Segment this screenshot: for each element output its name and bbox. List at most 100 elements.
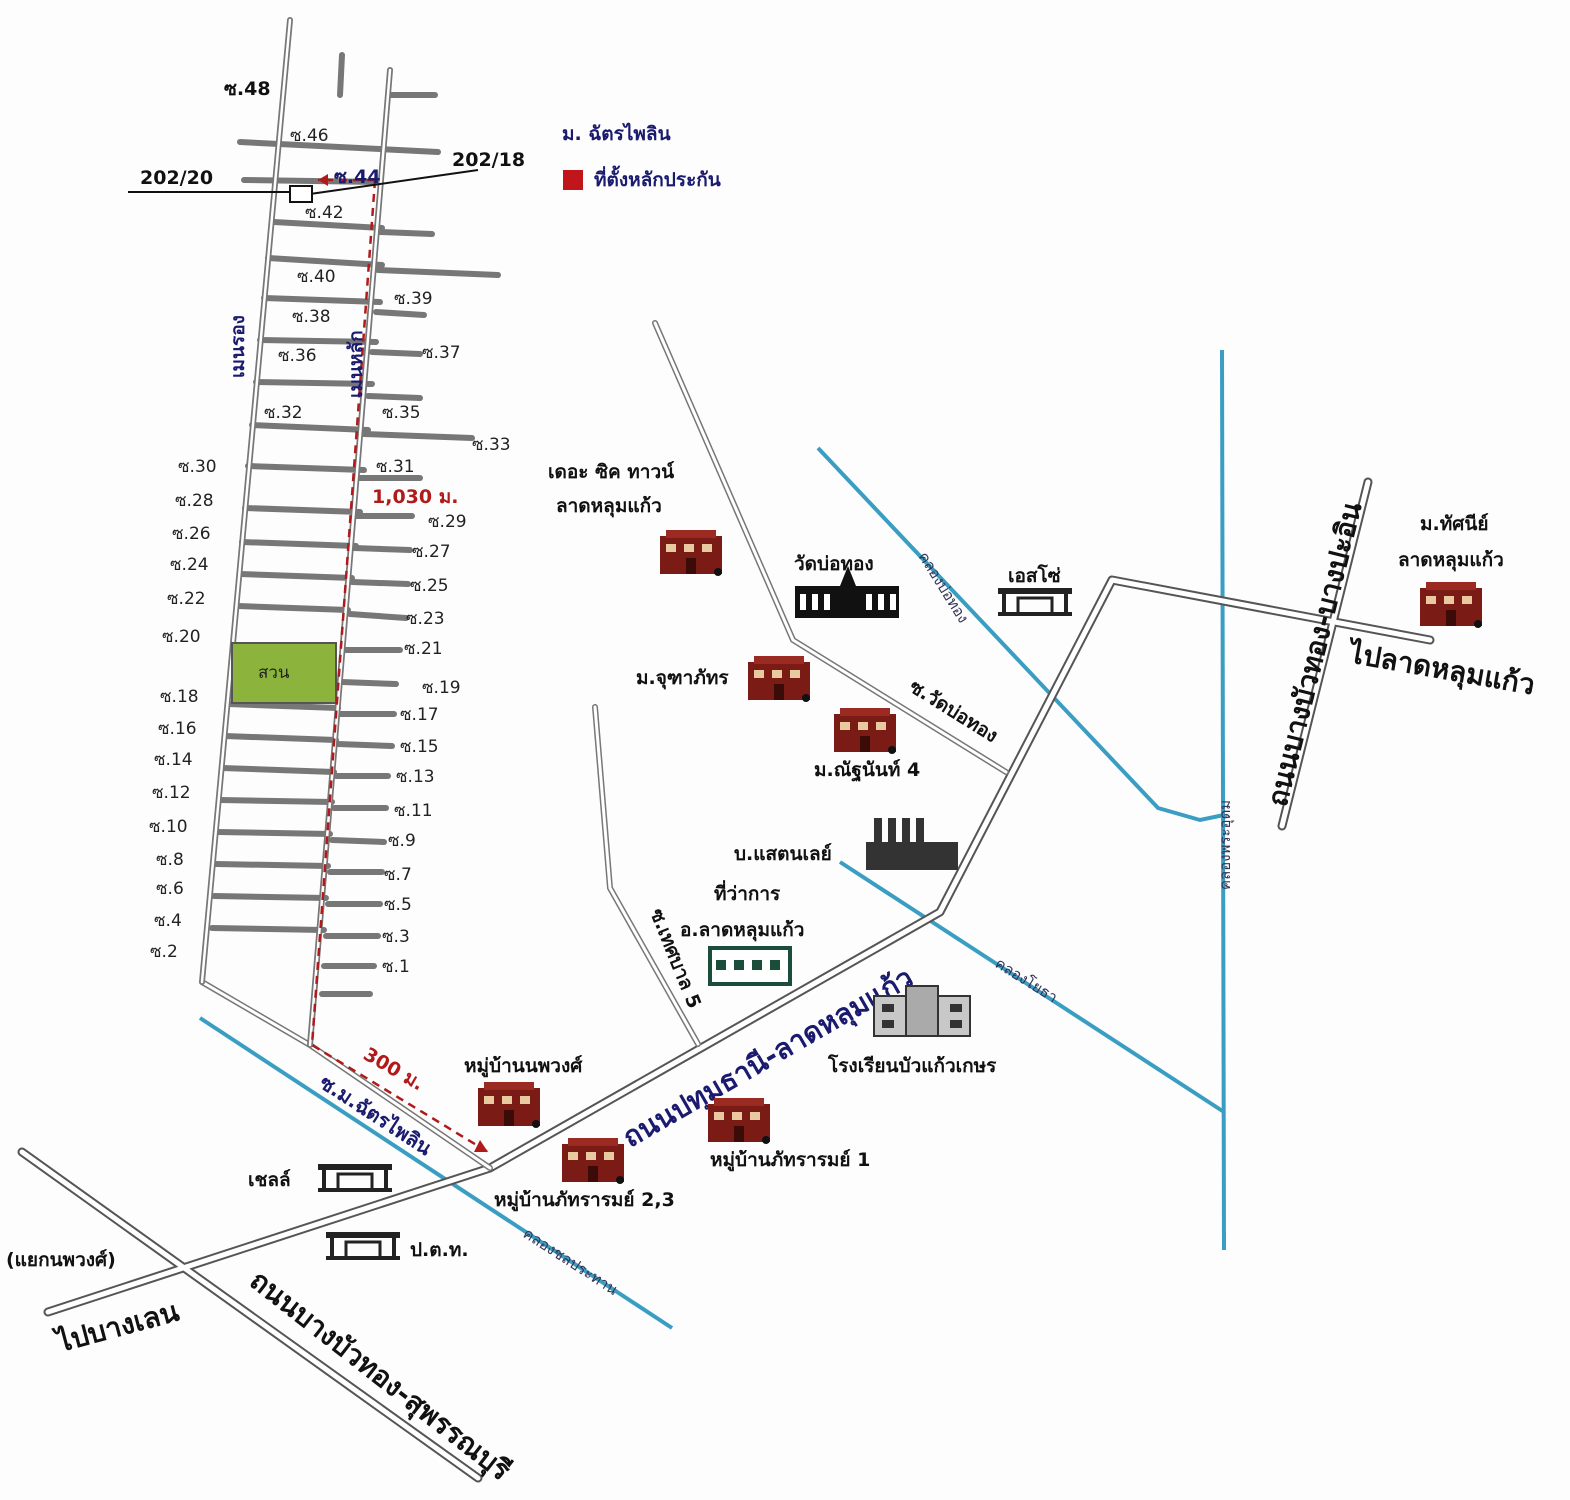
soi-label: ซ.24 — [170, 555, 209, 575]
soi-label: ซ.12 — [152, 783, 191, 803]
road-bangbuathong-suphan-label: ถนนบางบัวทอง-สุพรรณบุรี — [243, 1264, 517, 1488]
soi-label: ซ.20 — [162, 627, 201, 647]
soi-label: ซ.4 — [154, 911, 182, 931]
soi-label: ซ.8 — [156, 850, 184, 870]
soi-label: ซ.3 — [382, 927, 410, 947]
soi-label: ซ.10 — [149, 817, 188, 837]
shell-label: เชลล์ — [248, 1169, 291, 1191]
property-marker — [289, 185, 313, 203]
canals — [198, 349, 1226, 1330]
soi-label: ซ.5 — [384, 895, 412, 915]
district-office-icon — [708, 946, 792, 986]
soi-label: ซ.1 — [382, 957, 410, 977]
district-office-label-1: ที่ว่าการ — [714, 880, 781, 905]
ptt-label: ป.ต.ท. — [410, 1239, 469, 1261]
soi-label: ซ.25 — [410, 576, 449, 596]
soi-label: ซ.18 — [160, 687, 199, 707]
canal-khoya-line — [838, 860, 1226, 1114]
left-soi-labels: ซ.48 ซ.46 ซ.44 ซ.42 ซ.40 ซ.38 ซ.36 ซ.32 … — [149, 78, 381, 962]
nuttanan-house-icon — [834, 708, 896, 754]
the-city-label-1: เดอะ ซิค ทาวน์ — [548, 461, 674, 483]
soi-label: ซ.40 — [297, 267, 336, 287]
stanley-label: บ.แสตนเลย์ — [734, 843, 832, 865]
shell-station-icon — [316, 1162, 394, 1194]
soi-label: ซ.6 — [156, 879, 184, 899]
soi-label: ซ.42 — [305, 203, 344, 223]
parcel-left-label: 202/20 — [140, 167, 213, 189]
soi-label: ซ.23 — [406, 609, 445, 629]
district-office-label-2: อ.ลาดหลุมแก้ว — [680, 919, 804, 942]
junction-label: (แยกนพวงศ์) — [6, 1249, 116, 1271]
soi-label: ซ.13 — [396, 767, 435, 787]
canal-phraudom-label: คลองพระอุดม — [1216, 800, 1235, 890]
soi-label: ซ.37 — [422, 343, 461, 363]
distance-north-label: 1,030 ม. — [372, 486, 458, 508]
soi-label: ซ.29 — [428, 512, 467, 532]
soi-label: ซ.31 — [376, 457, 415, 477]
canal-phraudom-line — [1220, 349, 1226, 1251]
soi-label: ซ.21 — [404, 639, 443, 659]
soi-label: ซ.36 — [278, 346, 317, 366]
pattaram23-label: หมู่บ้านภัทรารมย์ 2,3 — [494, 1189, 675, 1212]
soi-label: ซ.35 — [382, 403, 421, 423]
soi-label: ซ.11 — [394, 801, 433, 821]
canal-khoya-label: คลองโยธา — [992, 954, 1061, 1006]
pattaram1-house-icon — [708, 1098, 770, 1144]
jutapat-label: ม.จุฑาภัทร — [636, 667, 729, 690]
ptt-station-icon — [324, 1230, 402, 1262]
to-latlumkaew-label: ไปลาดหลุมแก้ว — [1344, 636, 1538, 703]
canal-sonprathan-label: คลองชลประทาน — [520, 1224, 621, 1299]
thatsanee-label-1: ม.ทัศนีย์ — [1420, 513, 1488, 535]
school-label: โรงเรียนบัวแก้วเกษร — [827, 1054, 997, 1077]
school-icon — [873, 985, 971, 1037]
soi-label: ซ.28 — [175, 491, 214, 511]
garden-label: สวน — [258, 663, 290, 683]
soi-label: ซ.14 — [154, 750, 193, 770]
soi-label: ซ.16 — [158, 719, 197, 739]
legend-collateral-label: ที่ตั้งหลักประกัน — [594, 165, 721, 191]
pattaram23-house-icon — [562, 1138, 624, 1184]
canal-borthong-line — [816, 446, 1225, 823]
parcel-right-label: 202/18 — [452, 149, 525, 171]
soi-label: ซ.7 — [384, 865, 412, 885]
legend-village-title: ม. ฉัตรไพลิน — [562, 122, 671, 145]
street-west-label: เมนรอง — [227, 315, 249, 378]
thatsanee-label-2: ลาดหลุมแก้ว — [1398, 549, 1504, 572]
soi-label: ซ.48 — [224, 78, 271, 100]
right-soi-labels: ซ.39 ซ.37 ซ.35 ซ.33 ซ.31 ซ.29 ซ.27 ซ.25 … — [376, 289, 511, 977]
soi-label: ซ.30 — [178, 457, 217, 477]
soi-label: ซ.33 — [472, 435, 511, 455]
soi-label: ซ.17 — [400, 705, 439, 725]
canal-borthong-label: คลองบ่อทอง — [915, 549, 973, 627]
thatsanee-house-icon — [1420, 582, 1482, 628]
esso-label: เอสโซ่ — [1008, 564, 1061, 587]
the-city-label-2: ลาดหลุมแก้ว — [556, 495, 662, 518]
soi-label: ซ.39 — [394, 289, 433, 309]
nuttanan-label: ม.ณัฐนันท์ 4 — [814, 759, 920, 783]
legend-collateral-swatch — [563, 170, 583, 190]
esso-station-icon — [996, 586, 1074, 618]
the-city-house-icon — [660, 530, 722, 576]
soi-label: ซ.9 — [388, 831, 416, 851]
canal-sonprathan-line — [198, 1016, 674, 1330]
garden-area — [231, 642, 337, 704]
factory-icon — [866, 818, 958, 870]
wat-borthong-label: วัดบ่อทอง — [794, 553, 874, 575]
noppawong-label: หมู่บ้านนพวงศ์ — [464, 1055, 583, 1078]
street-east-label: เมนหลัก — [345, 330, 367, 398]
soi-label: ซ.32 — [264, 403, 303, 423]
soi-label: ซ.19 — [422, 678, 461, 698]
soi-label: ซ.44 — [334, 166, 381, 188]
jutapat-house-icon — [748, 656, 810, 702]
pattaram1-label: หมู่บ้านภัทรารมย์ 1 — [710, 1149, 870, 1172]
soi-label: ซ.27 — [412, 542, 451, 562]
temple-icon — [795, 566, 899, 618]
soi-label: ซ.2 — [150, 942, 178, 962]
soi-label: ซ.38 — [292, 307, 331, 327]
soi-label: ซ.15 — [400, 737, 439, 757]
soi-label: ซ.26 — [172, 524, 211, 544]
soi-label: ซ.46 — [290, 126, 329, 146]
parcel-pointers — [128, 169, 479, 195]
